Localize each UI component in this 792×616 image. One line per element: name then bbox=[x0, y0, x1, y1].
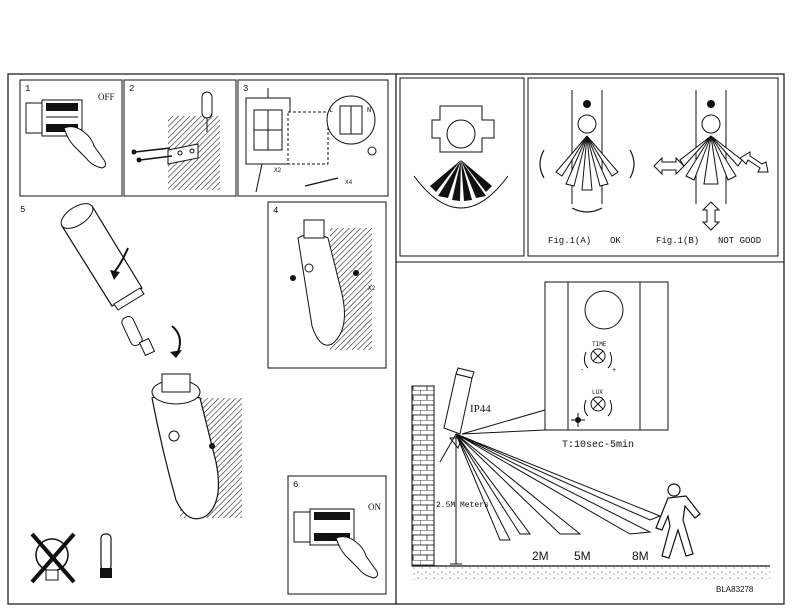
fig-a-status: OK bbox=[610, 236, 621, 246]
screw-count-a: X2 bbox=[274, 167, 282, 174]
sensor-lens bbox=[584, 290, 624, 330]
sensor-controls-panel: TIME - + LUX bbox=[544, 281, 669, 431]
curved-arrow-icon bbox=[571, 207, 603, 213]
time-plus: + bbox=[612, 367, 616, 375]
sun-icon bbox=[571, 413, 585, 427]
screw-count: X2 bbox=[368, 285, 376, 292]
hand-icon bbox=[63, 126, 107, 169]
walking-person-icon bbox=[655, 483, 701, 559]
sensor-head-icon bbox=[431, 105, 495, 153]
document-code: BLA83278 bbox=[716, 585, 754, 594]
step-number: 2 bbox=[129, 84, 134, 94]
wall-lamp-body-icon bbox=[151, 373, 219, 520]
sensor-callout-lines bbox=[461, 409, 546, 435]
fig-b-label: Fig.1(B) bbox=[656, 236, 699, 246]
step-2-panel: 2 bbox=[123, 79, 237, 197]
step-number: 1 bbox=[25, 84, 30, 94]
terminal-block-icon bbox=[293, 508, 355, 546]
off-label: OFF bbox=[98, 92, 115, 102]
screwdriver bbox=[304, 177, 339, 187]
fig-b-detection-fan-icon bbox=[679, 135, 743, 185]
step-number: 6 bbox=[293, 480, 298, 490]
arrow-head bbox=[110, 270, 120, 280]
bulb-icon bbox=[121, 316, 156, 357]
lux-label: LUX bbox=[592, 389, 603, 396]
arrow-head bbox=[170, 350, 182, 358]
step-1-panel: 1 OFF bbox=[19, 79, 123, 197]
range-mid-label: 5M bbox=[574, 549, 591, 563]
range-far-label: 8M bbox=[632, 549, 649, 563]
lamp-cover-icon bbox=[60, 203, 145, 311]
step-3-panel: 3 N L X2 X4 bbox=[237, 79, 389, 197]
mounting-orientation-panel: Fig.1(A) OK Fig.1(B) NOT GOOD bbox=[527, 77, 779, 257]
terminal-n-label: N bbox=[367, 107, 371, 115]
screw-icon bbox=[290, 275, 296, 281]
step-4-panel: 4 X2 bbox=[267, 201, 387, 369]
on-label: ON bbox=[368, 502, 381, 512]
time-dial-icon bbox=[583, 348, 613, 369]
brick-wall bbox=[411, 385, 435, 567]
ground bbox=[412, 566, 770, 580]
wall-lamp-base-icon bbox=[297, 219, 345, 346]
time-minus: - bbox=[580, 367, 584, 375]
timer-range: T:10sec-5min bbox=[562, 439, 634, 451]
height-label: 2.5M Meters bbox=[436, 501, 489, 510]
double-arrow-icon bbox=[739, 151, 769, 173]
detection-beams bbox=[439, 433, 662, 541]
mounting-plate bbox=[287, 111, 329, 165]
terminal-detail-icon: N L bbox=[326, 95, 377, 156]
ip-rating: IP44 bbox=[470, 403, 491, 415]
sensor-top-view-panel bbox=[399, 77, 525, 257]
rotate-arrow-icon bbox=[113, 247, 129, 273]
drill-icon bbox=[201, 91, 213, 132]
step-number: 3 bbox=[243, 84, 248, 94]
energy-saving-bulb-icon bbox=[100, 533, 112, 578]
step-5-panel: 5 bbox=[20, 203, 242, 520]
fig-a-detection-fan-icon bbox=[555, 135, 619, 191]
no-incandescent-bulb-icon bbox=[30, 532, 76, 584]
detection-fan-icon bbox=[430, 160, 492, 201]
step-6-panel: 6 ON bbox=[287, 475, 387, 595]
lux-dial-icon bbox=[583, 396, 613, 417]
detection-arc bbox=[413, 175, 509, 209]
double-arrow-icon bbox=[701, 201, 721, 231]
screw-count-b: X4 bbox=[345, 179, 353, 186]
curved-arrow-icon bbox=[629, 149, 635, 179]
terminal-l-label: L bbox=[329, 107, 333, 115]
rotate-arrow-icon bbox=[171, 325, 181, 353]
fig-a-label: Fig.1(A) bbox=[548, 236, 591, 246]
hand-icon bbox=[335, 536, 379, 579]
junction-box-icon bbox=[245, 88, 291, 165]
curved-arrow-icon bbox=[539, 149, 545, 179]
cable bbox=[255, 163, 263, 193]
screw-icon bbox=[353, 270, 359, 276]
double-arrow-icon bbox=[653, 156, 685, 176]
screw-icon bbox=[131, 147, 173, 163]
bracket-icon bbox=[167, 143, 199, 165]
step-number: 5 bbox=[20, 205, 25, 215]
terminal-block-icon bbox=[25, 99, 83, 137]
range-near-label: 2M bbox=[532, 549, 549, 563]
fig-b-status: NOT GOOD bbox=[718, 236, 761, 246]
step-number: 4 bbox=[273, 206, 278, 216]
time-label: TIME bbox=[592, 341, 607, 348]
height-dimension bbox=[450, 436, 462, 565]
